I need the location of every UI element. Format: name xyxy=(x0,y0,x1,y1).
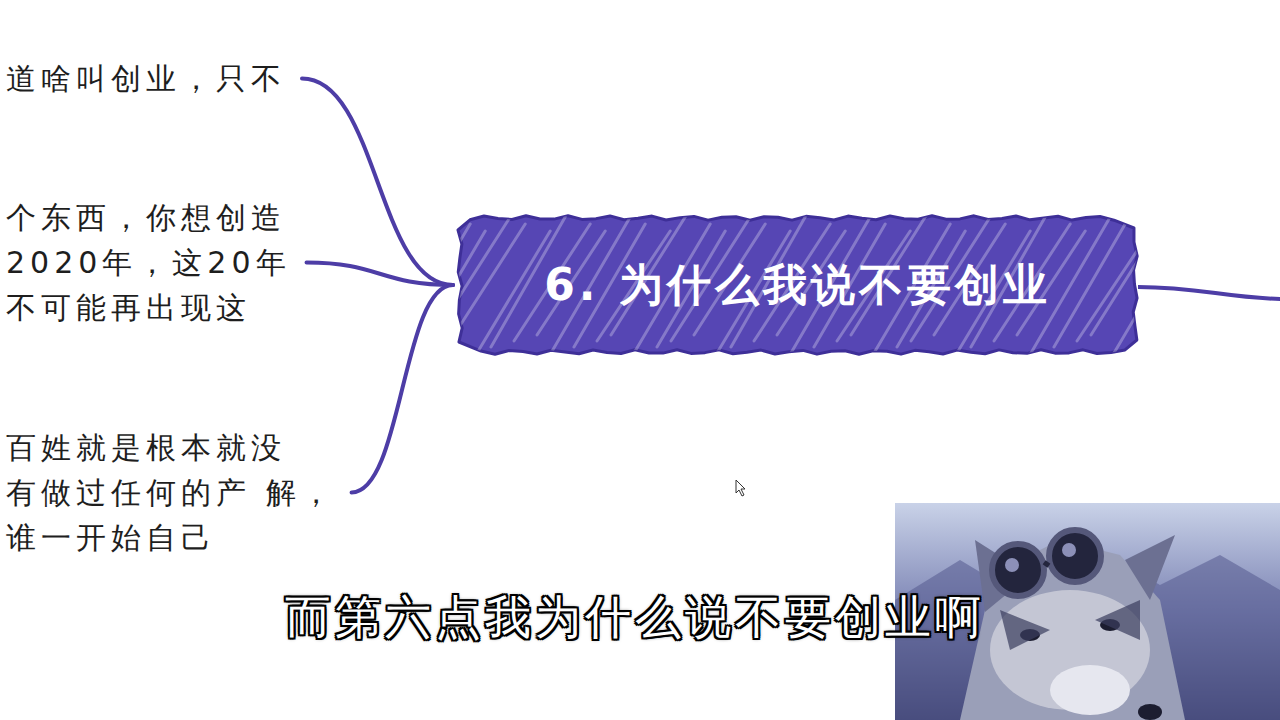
mouse-cursor xyxy=(736,480,745,496)
branch-text: 道啥叫创业，只不 xyxy=(6,56,376,101)
hatch-line xyxy=(1114,224,1140,353)
branch-text: 个东西，你想创造 2020年，这20年 不可能再出现这 xyxy=(6,195,376,330)
branch-node: 百姓就是根本就没 有做过任何的产 解，谁一开始自己 xyxy=(6,425,376,560)
hatch-strokes xyxy=(455,217,1140,353)
branch-line xyxy=(1138,287,1280,299)
hatch-line xyxy=(455,224,525,335)
branch-connector xyxy=(352,285,453,493)
subtitle: 而第六点我为什么说不要创业啊 xyxy=(285,588,985,648)
box-fill xyxy=(458,216,1137,354)
hatch-line xyxy=(477,231,550,353)
branch-node: 个东西，你想创造 2020年，这20年 不可能再出现这 xyxy=(6,195,376,330)
hatch-line xyxy=(455,224,470,353)
hatch-line xyxy=(1137,231,1140,347)
branch-connector xyxy=(307,263,453,286)
video-avatar xyxy=(895,503,1280,720)
branch-text: 百姓就是根本就没 有做过任何的产 解，谁一开始自己 xyxy=(6,425,376,560)
topic-box: 6. 为什么我说不要创业 xyxy=(455,213,1140,357)
branch-node: 道啥叫创业，只不 xyxy=(6,56,376,101)
topic-title: 6. 为什么我说不要创业 xyxy=(544,259,1051,312)
hatch-line xyxy=(1091,217,1140,335)
branch-connector xyxy=(302,79,453,286)
hatch-line xyxy=(455,231,485,347)
